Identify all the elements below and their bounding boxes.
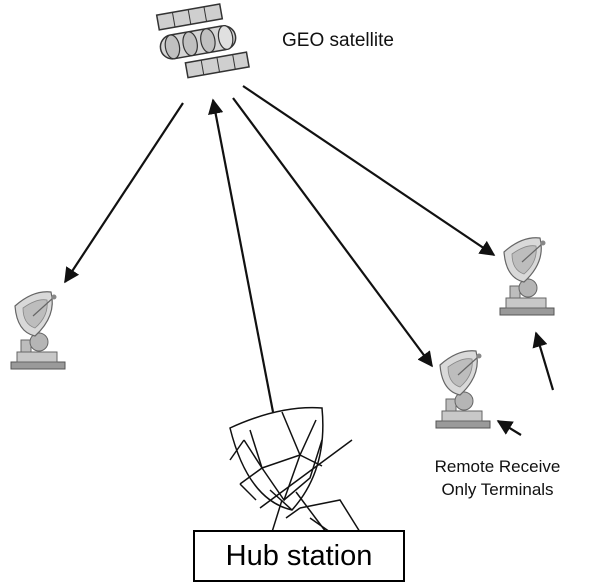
downlink-arrow-left <box>64 102 184 284</box>
uplink-arrow-hub <box>208 98 275 413</box>
hub-dish-icon <box>229 406 361 533</box>
pointer-arrow-up <box>532 331 555 391</box>
terminal-dish-icon <box>10 291 66 370</box>
pointer-arrow-left <box>496 420 522 436</box>
remote-terminals-label: Remote Receive Only Terminals <box>410 455 585 501</box>
downlink-arrow-right <box>242 85 496 256</box>
hub-station-box: Hub station <box>193 530 405 582</box>
hub-station-label: Hub station <box>225 539 373 572</box>
remote-label-line2: Only Terminals <box>441 480 554 499</box>
terminal-dish-icon <box>499 237 555 316</box>
terminal-dish-icon <box>435 350 491 429</box>
remote-label-line1: Remote Receive <box>434 457 561 476</box>
satellite-icon <box>155 3 250 79</box>
satellite-label: GEO satellite <box>282 30 394 51</box>
downlink-arrow-center <box>232 97 433 368</box>
